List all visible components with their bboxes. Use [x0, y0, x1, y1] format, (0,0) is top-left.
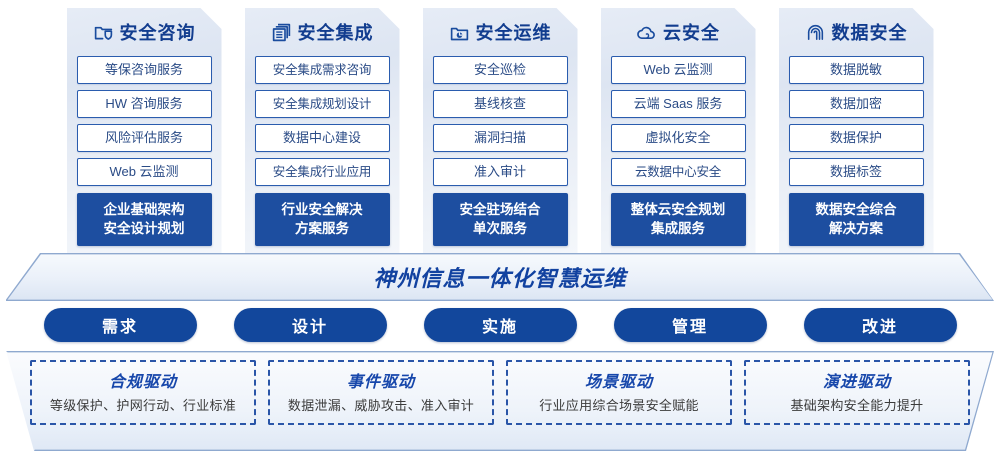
- service-cards-row: 安全咨询 等保咨询服务 HW 咨询服务 风险评估服务 Web 云监测 企业基础架…: [0, 8, 1000, 254]
- folder-shield-icon: [93, 22, 114, 43]
- cloud-icon: [636, 22, 657, 43]
- driver-description: 行业应用综合场景安全赋能: [539, 398, 699, 413]
- process-step-improvement[interactable]: 改进: [803, 308, 957, 342]
- card-summary-line1: 行业安全解决: [281, 202, 363, 217]
- card-item[interactable]: 云数据中心安全: [611, 158, 746, 186]
- card-item[interactable]: 云端 Saas 服务: [611, 90, 746, 118]
- process-steps-row: 需求 设计 实施 管理 改进: [0, 308, 1000, 342]
- platform-banner: 神州信息一体化智慧运维: [6, 253, 994, 301]
- card-summary-line2: 单次服务: [473, 221, 527, 237]
- card-item[interactable]: 安全集成需求咨询: [255, 56, 390, 84]
- card-summary[interactable]: 企业基础架构 安全设计规划: [77, 193, 212, 246]
- card-item[interactable]: 数据标签: [789, 158, 924, 186]
- process-step-design[interactable]: 设计: [233, 308, 387, 342]
- card-summary-line1: 企业基础架构: [103, 202, 185, 217]
- card-item[interactable]: 基线核查: [433, 90, 568, 118]
- card-item[interactable]: 漏洞扫描: [433, 124, 568, 152]
- card-header: 安全咨询: [67, 8, 222, 56]
- card-summary-line2: 解决方案: [829, 221, 883, 237]
- card-title: 安全咨询: [119, 23, 196, 43]
- driver-description: 基础架构安全能力提升: [790, 398, 924, 413]
- card-header: 安全集成: [245, 8, 400, 56]
- card-item-list: Web 云监测 云端 Saas 服务 虚拟化安全 云数据中心安全: [601, 56, 756, 186]
- card-summary-line2: 安全设计规划: [103, 221, 185, 237]
- drivers-shape: [6, 351, 994, 451]
- process-step-management[interactable]: 管理: [613, 308, 767, 342]
- driver-title: 演进驱动: [822, 374, 891, 391]
- card-item[interactable]: 安全巡检: [433, 56, 568, 84]
- card-item[interactable]: Web 云监测: [77, 158, 212, 186]
- service-card-security-consulting[interactable]: 安全咨询 等保咨询服务 HW 咨询服务 风险评估服务 Web 云监测 企业基础架…: [67, 8, 222, 254]
- card-header: 数据安全: [779, 8, 934, 56]
- card-summary[interactable]: 安全驻场结合 单次服务: [433, 193, 568, 246]
- driver-title: 事件驱动: [346, 374, 415, 391]
- card-summary[interactable]: 整体云安全规划 集成服务: [611, 193, 746, 246]
- service-card-data-security[interactable]: 数据安全 数据脱敏 数据加密 数据保护 数据标签 数据安全综合 解决方案: [779, 8, 934, 254]
- card-summary-line1: 整体云安全规划: [630, 202, 726, 217]
- card-item[interactable]: 准入审计: [433, 158, 568, 186]
- card-header: 安全运维: [423, 8, 578, 56]
- driver-compliance[interactable]: 合规驱动 等级保护、护网行动、行业标准: [30, 360, 256, 425]
- card-item[interactable]: HW 咨询服务: [77, 90, 212, 118]
- driver-title: 合规驱动: [108, 374, 177, 391]
- card-summary[interactable]: 行业安全解决 方案服务: [255, 193, 390, 246]
- card-title: 云安全: [663, 23, 720, 43]
- card-summary-line2: 集成服务: [651, 221, 705, 237]
- card-item[interactable]: 虚拟化安全: [611, 124, 746, 152]
- card-item[interactable]: 数据加密: [789, 90, 924, 118]
- card-item[interactable]: 数据保护: [789, 124, 924, 152]
- card-item[interactable]: 数据中心建设: [255, 124, 390, 152]
- card-header: 云安全: [601, 8, 756, 56]
- card-summary-line1: 安全驻场结合: [459, 202, 541, 217]
- fingerprint-icon: [805, 22, 826, 43]
- card-item-list: 安全巡检 基线核查 漏洞扫描 准入审计: [423, 56, 578, 186]
- folder-chart-icon: [449, 22, 470, 43]
- process-step-implementation[interactable]: 实施: [423, 308, 577, 342]
- driver-incident[interactable]: 事件驱动 数据泄漏、威胁攻击、准入审计: [268, 360, 494, 425]
- card-item-list: 安全集成需求咨询 安全集成规划设计 数据中心建设 安全集成行业应用: [245, 56, 400, 186]
- card-title: 数据安全: [831, 23, 908, 43]
- card-summary[interactable]: 数据安全综合 解决方案: [789, 193, 924, 246]
- driver-title: 场景驱动: [584, 374, 653, 391]
- card-title: 安全集成: [297, 23, 374, 43]
- driver-description: 数据泄漏、威胁攻击、准入审计: [287, 398, 475, 413]
- card-title: 安全运维: [475, 23, 552, 43]
- service-card-cloud-security[interactable]: 云安全 Web 云监测 云端 Saas 服务 虚拟化安全 云数据中心安全 整体云…: [601, 8, 756, 254]
- driver-scenario[interactable]: 场景驱动 行业应用综合场景安全赋能: [506, 360, 732, 425]
- drivers-panel: 合规驱动 等级保护、护网行动、行业标准 事件驱动 数据泄漏、威胁攻击、准入审计 …: [6, 351, 994, 451]
- card-summary-line1: 数据安全综合: [815, 202, 897, 217]
- card-item[interactable]: Web 云监测: [611, 56, 746, 84]
- drivers-row: 合规驱动 等级保护、护网行动、行业标准 事件驱动 数据泄漏、威胁攻击、准入审计 …: [30, 360, 970, 425]
- driver-evolution[interactable]: 演进驱动 基础架构安全能力提升: [744, 360, 970, 425]
- card-item-list: 等保咨询服务 HW 咨询服务 风险评估服务 Web 云监测: [67, 56, 222, 186]
- service-card-security-integration[interactable]: 安全集成 安全集成需求咨询 安全集成规划设计 数据中心建设 安全集成行业应用 行…: [245, 8, 400, 254]
- service-card-security-operations[interactable]: 安全运维 安全巡检 基线核查 漏洞扫描 准入审计 安全驻场结合 单次服务: [423, 8, 578, 254]
- card-item[interactable]: 安全集成规划设计: [255, 90, 390, 118]
- banner-shape: [6, 253, 994, 301]
- card-item[interactable]: 安全集成行业应用: [255, 158, 390, 186]
- stacked-servers-icon: [271, 22, 292, 43]
- driver-description: 等级保护、护网行动、行业标准: [49, 398, 237, 413]
- card-summary-line2: 方案服务: [295, 221, 349, 237]
- card-item-list: 数据脱敏 数据加密 数据保护 数据标签: [779, 56, 934, 186]
- card-item[interactable]: 风险评估服务: [77, 124, 212, 152]
- card-item[interactable]: 等保咨询服务: [77, 56, 212, 84]
- card-item[interactable]: 数据脱敏: [789, 56, 924, 84]
- process-step-requirement[interactable]: 需求: [43, 308, 197, 342]
- banner-title: 神州信息一体化智慧运维: [373, 266, 627, 291]
